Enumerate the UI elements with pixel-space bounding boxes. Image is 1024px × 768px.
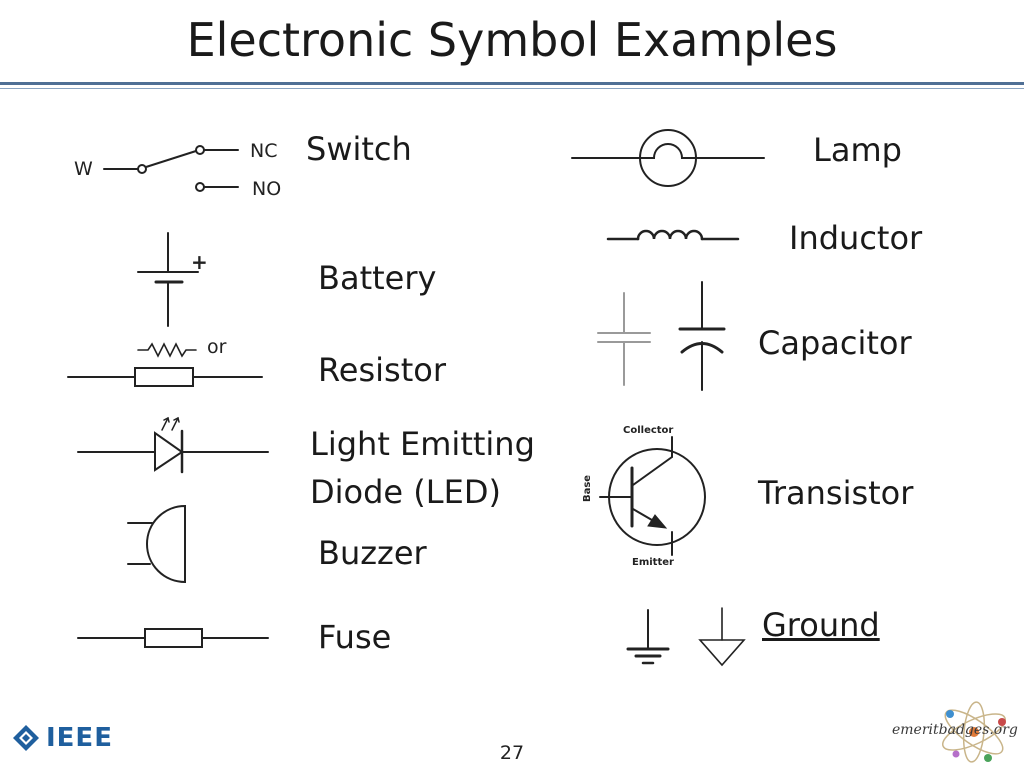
label-lamp: Lamp bbox=[813, 131, 902, 169]
transistor-base-label: Base bbox=[582, 474, 594, 503]
switch-common-terminal-label: W bbox=[74, 158, 93, 180]
label-inductor: Inductor bbox=[789, 219, 923, 257]
switch-symbol bbox=[103, 145, 239, 192]
transistor-emitter-label: Emitter bbox=[632, 557, 674, 568]
ground-symbol-earth bbox=[626, 609, 670, 665]
ieee-logo: IEEE bbox=[12, 723, 113, 753]
buzzer-symbol bbox=[127, 504, 186, 584]
lamp-symbol bbox=[571, 129, 765, 187]
ieee-logo-text: IEEE bbox=[46, 723, 113, 753]
capacitor-symbol-nonpolar bbox=[597, 292, 651, 386]
resistor-symbol bbox=[67, 342, 263, 387]
label-resistor: Resistor bbox=[318, 351, 446, 389]
label-led-line1: Light Emitting bbox=[310, 425, 535, 463]
switch-nc-label: NC bbox=[250, 140, 278, 162]
label-switch: Switch bbox=[306, 130, 412, 168]
resistor-or-label: or bbox=[207, 336, 227, 358]
battery-plus-sign: + bbox=[191, 250, 208, 274]
led-symbol bbox=[77, 416, 269, 474]
label-battery: Battery bbox=[318, 259, 437, 297]
fuse-symbol bbox=[77, 628, 269, 648]
title-rule bbox=[0, 82, 1024, 85]
label-ground: Ground bbox=[762, 606, 880, 644]
page-title: Electronic Symbol Examples bbox=[186, 13, 838, 67]
title-rule-thin bbox=[0, 88, 1024, 89]
switch-no-label: NO bbox=[252, 178, 282, 200]
label-buzzer: Buzzer bbox=[318, 534, 427, 572]
transistor-arrow bbox=[647, 514, 668, 529]
capacitor-symbol-polar bbox=[678, 281, 726, 391]
label-capacitor: Capacitor bbox=[758, 324, 912, 362]
ieee-diamond-icon bbox=[13, 725, 39, 751]
battery-symbol bbox=[137, 232, 199, 327]
label-transistor: Transistor bbox=[758, 474, 914, 512]
page-number: 27 bbox=[499, 742, 525, 764]
meritbadges-logo-text: emeritbadges.org bbox=[892, 722, 1018, 738]
transistor-symbol bbox=[599, 436, 706, 556]
atom-icon bbox=[942, 701, 1006, 763]
label-led-line2: Diode (LED) bbox=[310, 473, 501, 511]
transistor-collector-label: Collector bbox=[623, 425, 674, 436]
inductor-symbol bbox=[606, 229, 740, 241]
ground-symbol-chassis bbox=[698, 607, 746, 667]
meritbadges-logo: emeritbadges.org bbox=[892, 700, 1018, 764]
label-fuse: Fuse bbox=[318, 618, 392, 656]
